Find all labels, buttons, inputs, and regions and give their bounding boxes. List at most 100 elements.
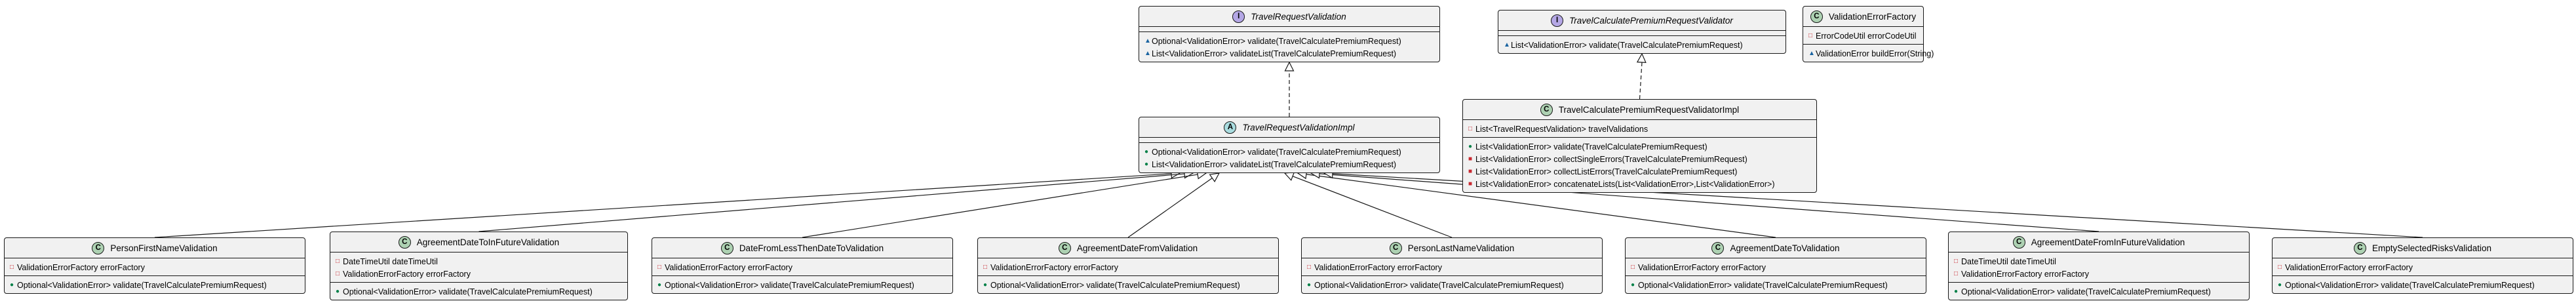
interface-stereotype-icon: I xyxy=(1232,10,1245,23)
class-name: EmptySelectedRisksValidation xyxy=(2371,243,2492,253)
fields-section: □List<TravelRequestValidation> travelVal… xyxy=(1463,120,1816,138)
methods-section: ▲ValidationError buildError(String) xyxy=(1803,45,1934,62)
class-header: C AgreementDateToInFutureValidation xyxy=(330,232,627,253)
method-row: ■List<ValidationError> collectSingleErro… xyxy=(1468,153,1811,165)
package-visibility-icon: ▲ xyxy=(1144,49,1151,57)
class-stereotype-icon: C xyxy=(1711,241,1725,254)
inheritance-line xyxy=(1127,178,1213,238)
class-name: PersonLastNameValidation xyxy=(1407,243,1515,253)
fields-section: □ValidationErrorFactory errorFactory xyxy=(5,258,305,276)
field-row: □List<TravelRequestValidation> travelVal… xyxy=(1468,123,1811,135)
method-row-text: Optional<ValidationError> validate(Trave… xyxy=(2285,280,2535,290)
class-stereotype-icon: C xyxy=(1810,10,1823,23)
method-row: ●Optional<ValidationError> validate(Trav… xyxy=(1954,285,2244,298)
method-row: ■List<ValidationError> concatenateLists(… xyxy=(1468,178,1811,190)
method-row: ●Optional<ValidationError> validate(Trav… xyxy=(10,279,300,291)
agreement-date-to-in-future-validation-class-box: C AgreementDateToInFutureValidation □DateT… xyxy=(330,232,628,300)
private-visibility-icon: ■ xyxy=(1468,180,1473,188)
class-name: AgreementDateToValidation xyxy=(1730,243,1840,253)
methods-section: ●Optional<ValidationError> validate(Trav… xyxy=(2273,276,2573,293)
class-name: AgreementDateFromInFutureValidation xyxy=(2031,237,2185,247)
field-row-text: ValidationErrorFactory errorFactory xyxy=(343,269,471,279)
field-row-text: ValidationErrorFactory errorFactory xyxy=(1638,262,1766,272)
class-stereotype-icon: C xyxy=(1058,241,1071,254)
class-stereotype-icon: C xyxy=(398,235,411,249)
method-row: ●List<ValidationError> validate(TravelCa… xyxy=(1468,140,1811,153)
fields-section: □DateTimeUtil dateTimeUtil□ValidationErr… xyxy=(1949,253,2249,283)
public-visibility-icon: ● xyxy=(1631,281,1635,289)
method-row-text: Optional<ValidationError> validate(Trave… xyxy=(990,280,1240,290)
method-row-text: List<ValidationError> collectSingleError… xyxy=(1475,154,1747,164)
fields-section: □ValidationErrorFactory errorFactory xyxy=(652,258,952,276)
method-row: ■List<ValidationError> collectListErrors… xyxy=(1468,165,1811,178)
private-visibility-icon: □ xyxy=(1808,31,1813,39)
public-visibility-icon: ● xyxy=(1954,287,1959,295)
class-name: PersonFirstNameValidation xyxy=(110,243,218,253)
private-visibility-icon: □ xyxy=(10,263,14,271)
inheritance-line xyxy=(802,174,1198,238)
class-name: TravelCalculatePremiumRequestValidatorIm… xyxy=(1558,104,1740,115)
class-stereotype-icon: C xyxy=(2353,241,2366,254)
method-row-text: List<ValidationError> validateList(Trave… xyxy=(1152,49,1397,58)
field-row-text: DateTimeUtil dateTimeUtil xyxy=(1961,256,2056,266)
field-row: □DateTimeUtil dateTimeUtil xyxy=(1954,255,2244,268)
inheritance-line xyxy=(1306,174,1776,238)
public-visibility-icon: ● xyxy=(983,281,988,289)
class-name: TravelCalculatePremiumRequestValidator xyxy=(1569,15,1733,26)
class-name: AgreementDateFromValidation xyxy=(1076,243,1198,253)
class-name: TravelRequestValidationImpl xyxy=(1242,122,1355,132)
fields-section xyxy=(1139,138,1439,143)
inheritance-arrowhead-icon xyxy=(1209,172,1220,182)
public-visibility-icon: ● xyxy=(336,287,340,295)
method-row-text: Optional<ValidationError> validate(Trave… xyxy=(1638,280,1888,290)
inheritance-line xyxy=(478,173,1185,232)
agreement-date-from-validation-class-box: C AgreementDateFromValidation □ValidationE… xyxy=(977,237,1279,294)
package-visibility-icon: ▲ xyxy=(1504,41,1510,49)
field-row: □DateTimeUtil dateTimeUtil xyxy=(336,255,622,268)
methods-section: ●Optional<ValidationError> validate(Trav… xyxy=(1949,283,2249,300)
methods-section: ●Optional<ValidationError> validate(Trav… xyxy=(1139,143,1439,172)
field-row-text: ValidationErrorFactory errorFactory xyxy=(2285,262,2413,272)
method-row-text: Optional<ValidationError> validate(Trave… xyxy=(1152,147,1401,157)
field-row-text: ValidationErrorFactory errorFactory xyxy=(17,262,145,272)
methods-section: ●Optional<ValidationError> validate(Trav… xyxy=(5,276,305,293)
private-visibility-icon: □ xyxy=(1954,257,1959,265)
class-name: DateFromLessThenDateToValidation xyxy=(739,243,884,253)
realization-arrowhead-icon xyxy=(1636,52,1647,63)
method-row: ▲Optional<ValidationError> validate(Trav… xyxy=(1144,35,1434,47)
method-row-text: ValidationError buildError(String) xyxy=(1816,49,1934,58)
realization-arrowhead-icon xyxy=(1284,61,1295,71)
class-header: C AgreementDateFromValidation xyxy=(978,238,1278,258)
fields-section: □ValidationErrorFactory errorFactory xyxy=(1302,258,1602,276)
field-row-text: ErrorCodeUtil errorCodeUtil xyxy=(1816,31,1917,41)
fields-section: □ErrorCodeUtil errorCodeUtil xyxy=(1803,27,1923,45)
methods-section: ▲Optional<ValidationError> validate(Trav… xyxy=(1139,32,1439,62)
fields-section: □ValidationErrorFactory errorFactory xyxy=(978,258,1278,276)
travel-request-validation-impl-abstract-box: A TravelRequestValidationImpl ●Optional<Va… xyxy=(1139,117,1440,173)
field-row: □ErrorCodeUtil errorCodeUtil xyxy=(1808,30,1918,42)
field-row: □ValidationErrorFactory errorFactory xyxy=(1631,261,1921,273)
class-header: C EmptySelectedRisksValidation xyxy=(2273,238,2573,258)
methods-section: ●Optional<ValidationError> validate(Trav… xyxy=(1302,276,1602,293)
abstract-stereotype-icon: A xyxy=(1224,121,1237,134)
public-visibility-icon: ● xyxy=(10,281,14,289)
methods-section: ●Optional<ValidationError> validate(Trav… xyxy=(1626,276,1926,293)
class-header: A TravelRequestValidationImpl xyxy=(1139,117,1439,138)
methods-section: ▲List<ValidationError> validate(TravelCa… xyxy=(1498,36,1786,53)
inheritance-line xyxy=(154,173,1172,238)
public-visibility-icon: ● xyxy=(1144,148,1149,155)
method-row: ●Optional<ValidationError> validate(Trav… xyxy=(1631,279,1921,291)
field-row: □ValidationErrorFactory errorFactory xyxy=(1307,261,1597,273)
class-stereotype-icon: C xyxy=(1389,241,1402,254)
class-name: AgreementDateToInFutureValidation xyxy=(416,237,560,247)
